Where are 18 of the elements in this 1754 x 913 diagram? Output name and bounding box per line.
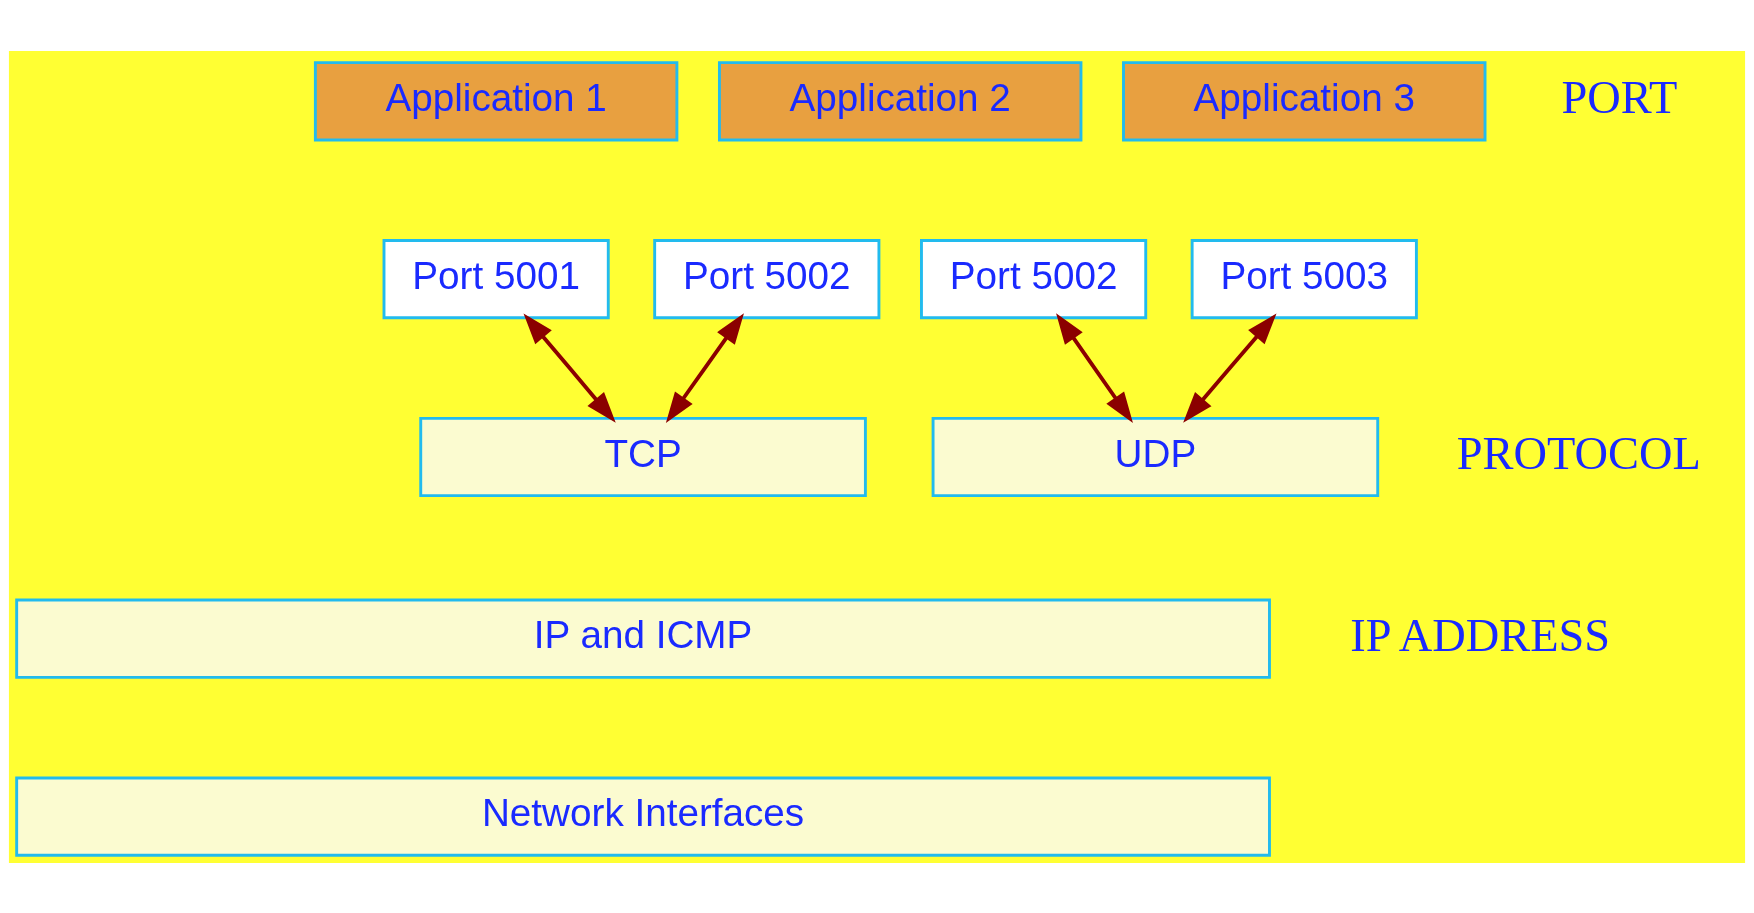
arrow: [523, 313, 616, 423]
arrow: [665, 312, 744, 423]
node-box: Port 5002: [920, 238, 1148, 319]
arrow: [1056, 312, 1133, 423]
node-box: Network Interfaces: [15, 775, 1271, 857]
node-box: Port 5002: [653, 238, 881, 319]
label: PROTOCOL: [1456, 427, 1701, 479]
node-box: Application 2: [717, 60, 1083, 141]
node-box: IP and ICMP: [15, 598, 1271, 679]
node-box: Application 3: [1122, 60, 1487, 141]
node-box: Port 5001: [382, 238, 610, 319]
node-box: Application 1: [313, 60, 679, 141]
node-box: UDP: [931, 416, 1380, 497]
label: PORT: [1561, 71, 1678, 123]
arrow: [1183, 313, 1277, 423]
node-box: TCP: [419, 416, 867, 497]
node-box: Port 5003: [1190, 238, 1418, 319]
label: IP ADDRESS: [1350, 609, 1611, 661]
